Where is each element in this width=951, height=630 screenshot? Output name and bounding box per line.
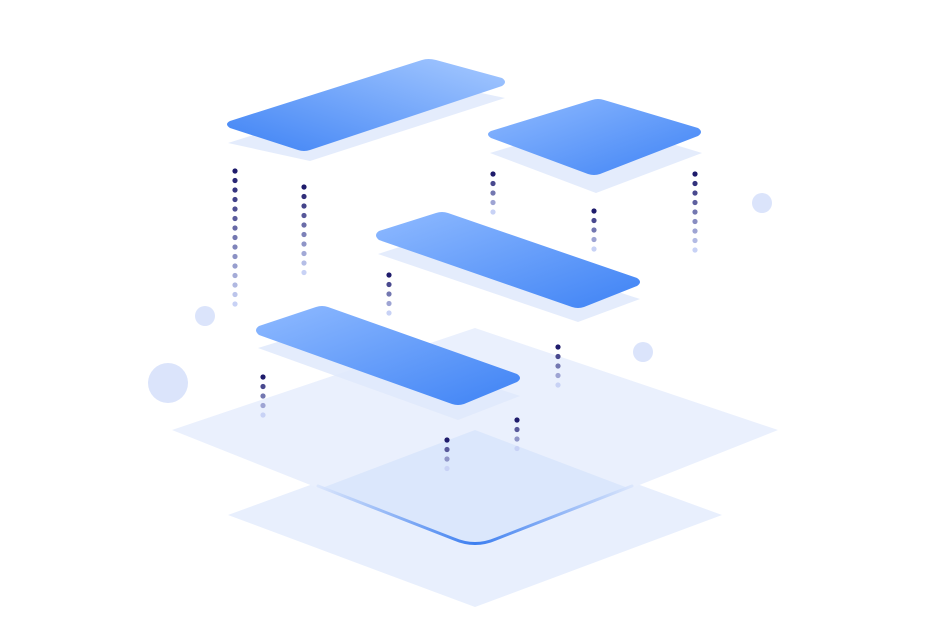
connector-dot xyxy=(514,436,520,442)
connector-dot xyxy=(301,203,307,209)
connector-dot xyxy=(232,244,238,250)
connector-dot xyxy=(444,465,450,472)
connector-dot xyxy=(301,193,307,200)
connector-dot xyxy=(514,445,520,452)
floating-tile-middle xyxy=(376,212,640,322)
connector-dot xyxy=(490,180,496,187)
connector-dot xyxy=(555,353,561,360)
floating-tile-top-right xyxy=(488,99,702,193)
connector-dot xyxy=(555,372,561,379)
connector-dot xyxy=(301,184,307,190)
connector-dot xyxy=(386,310,392,316)
connector-dot xyxy=(555,344,561,350)
floating-tile-icon xyxy=(227,59,505,151)
connector-dot xyxy=(591,217,597,224)
connector-dot xyxy=(386,281,392,288)
base-platform xyxy=(172,328,778,607)
connector-dot xyxy=(692,247,698,253)
connector-dot xyxy=(232,225,238,231)
connector-dot xyxy=(232,234,238,241)
connector-dot xyxy=(692,228,698,234)
connector-dot xyxy=(232,215,238,222)
connector-dot xyxy=(444,446,450,453)
connector-dot xyxy=(692,180,698,187)
connector-dot xyxy=(692,199,698,206)
connector-dot xyxy=(232,291,238,298)
connector-dot xyxy=(301,231,307,238)
connector-dot xyxy=(555,363,561,369)
base-platform-inner xyxy=(322,430,628,544)
connector-dots xyxy=(232,168,698,472)
connector-dot xyxy=(490,199,496,206)
connector-dot xyxy=(232,187,238,193)
connector-dot xyxy=(260,412,266,418)
connector-dot xyxy=(232,168,238,174)
connector-dot xyxy=(301,250,307,257)
connector-dot xyxy=(232,177,238,184)
connector-dot xyxy=(692,171,698,177)
connector-dot xyxy=(555,382,561,388)
connector-dot xyxy=(514,426,520,433)
connector-dot xyxy=(301,241,307,247)
connector-dot xyxy=(591,227,597,233)
connector-dot xyxy=(301,222,307,228)
connector-dot xyxy=(260,374,266,380)
connector-dot xyxy=(692,237,698,244)
floating-tile-icon xyxy=(256,306,520,405)
connector-dot xyxy=(232,196,238,203)
base-platform-edge xyxy=(316,484,634,545)
connector-dot xyxy=(260,402,266,409)
connector-dot xyxy=(444,437,450,443)
bubble-icon xyxy=(752,193,772,213)
floating-tile-icon xyxy=(376,212,640,308)
connector-dot xyxy=(232,263,238,269)
connector-dot xyxy=(301,269,307,276)
connector-dot xyxy=(260,393,266,399)
connector-dot xyxy=(386,272,392,278)
connector-dot xyxy=(232,282,238,288)
connector-dot xyxy=(490,209,496,215)
floating-tile-top-left xyxy=(227,59,505,161)
connector-dot xyxy=(301,212,307,219)
connector-dot xyxy=(490,171,496,177)
connector-dot xyxy=(301,260,307,266)
connector-dot xyxy=(444,456,450,462)
connector-dot xyxy=(514,417,520,423)
connector-dot xyxy=(232,253,238,260)
connector-dot xyxy=(386,300,392,307)
connector-dot xyxy=(692,190,698,196)
connector-dot xyxy=(490,190,496,196)
bubble-icon xyxy=(195,306,215,326)
connector-dot xyxy=(260,383,266,390)
bubble-icon xyxy=(148,363,188,403)
connector-dot xyxy=(232,301,238,307)
connector-dot xyxy=(232,272,238,279)
floating-tile-icon xyxy=(488,99,701,175)
connector-dot xyxy=(591,208,597,214)
connector-dot xyxy=(692,209,698,215)
connector-dot xyxy=(232,206,238,212)
connector-dot xyxy=(591,236,597,243)
bubble-icon xyxy=(633,342,653,362)
connector-dot xyxy=(591,246,597,252)
connector-dot xyxy=(692,218,698,225)
floating-tile-bottom xyxy=(256,306,520,420)
connector-dot xyxy=(386,291,392,297)
